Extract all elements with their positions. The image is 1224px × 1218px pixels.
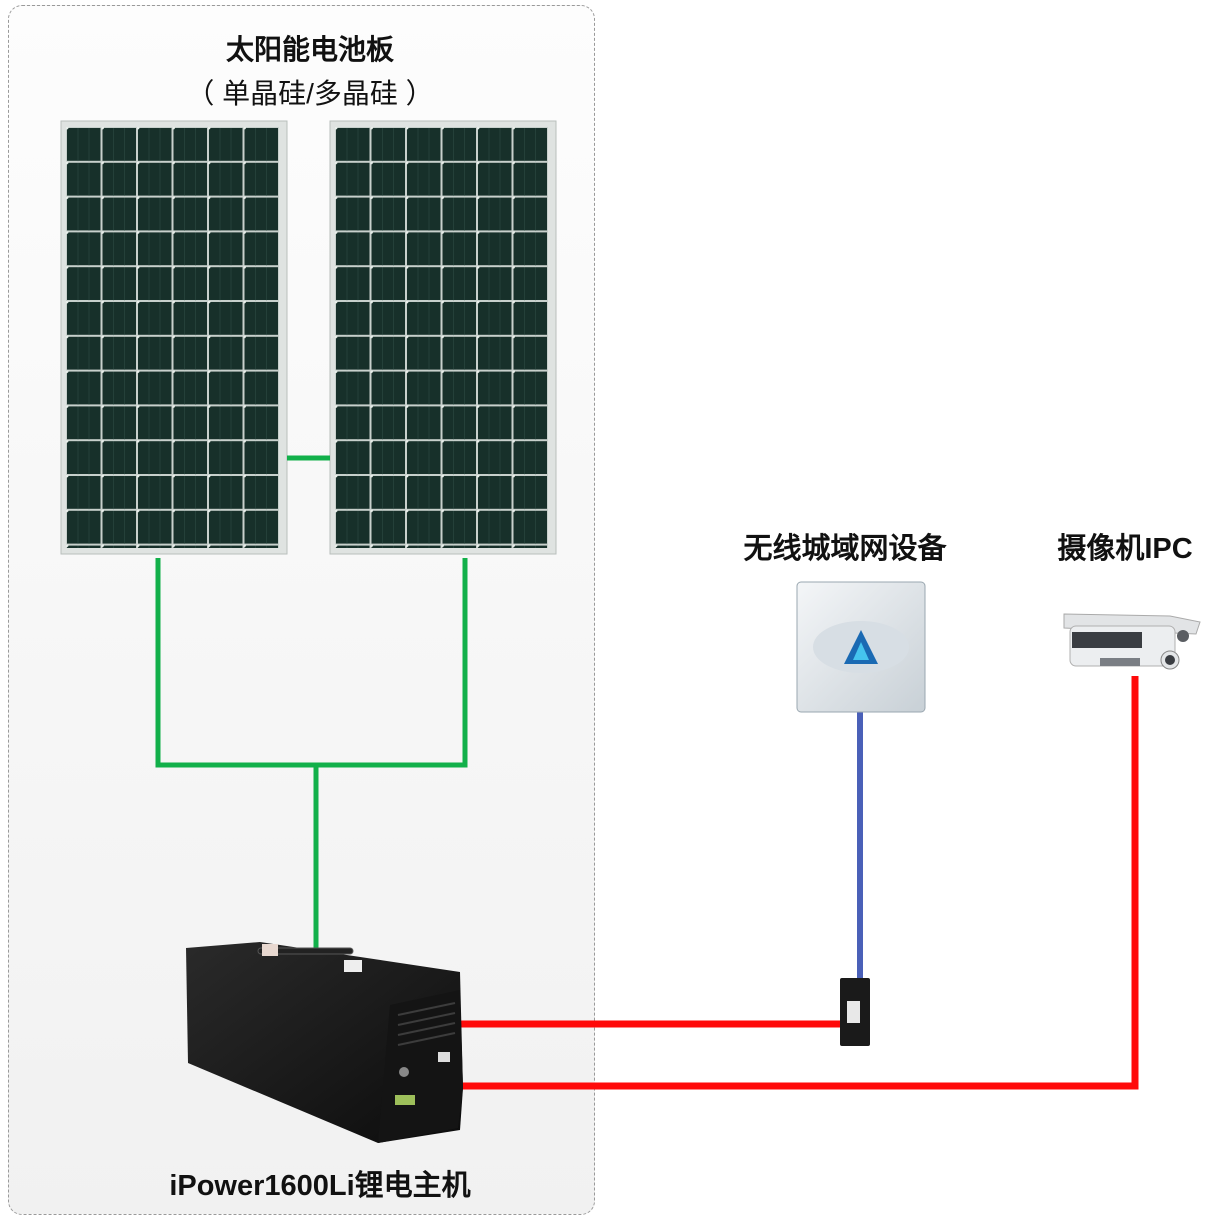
ipc-camera (1063, 613, 1201, 670)
solar-panel-subtitle: （ 单晶硅/多晶硅 ） (186, 78, 434, 109)
solar-panel-title: 太阳能电池板 (225, 34, 395, 65)
wireless-device-label: 无线城域网设备 (743, 533, 947, 565)
poe-adapter (840, 978, 870, 1046)
solar-panel-right (329, 120, 557, 555)
power-wires (452, 676, 1139, 1090)
ipower-host (186, 942, 463, 1143)
camera-label: 摄像机IPC (1057, 533, 1193, 565)
solar-wires (155, 455, 468, 950)
wireless-device (796, 581, 926, 713)
host-label: iPower1600Li锂电主机 (169, 1170, 471, 1202)
solar-panel-left (60, 120, 288, 555)
